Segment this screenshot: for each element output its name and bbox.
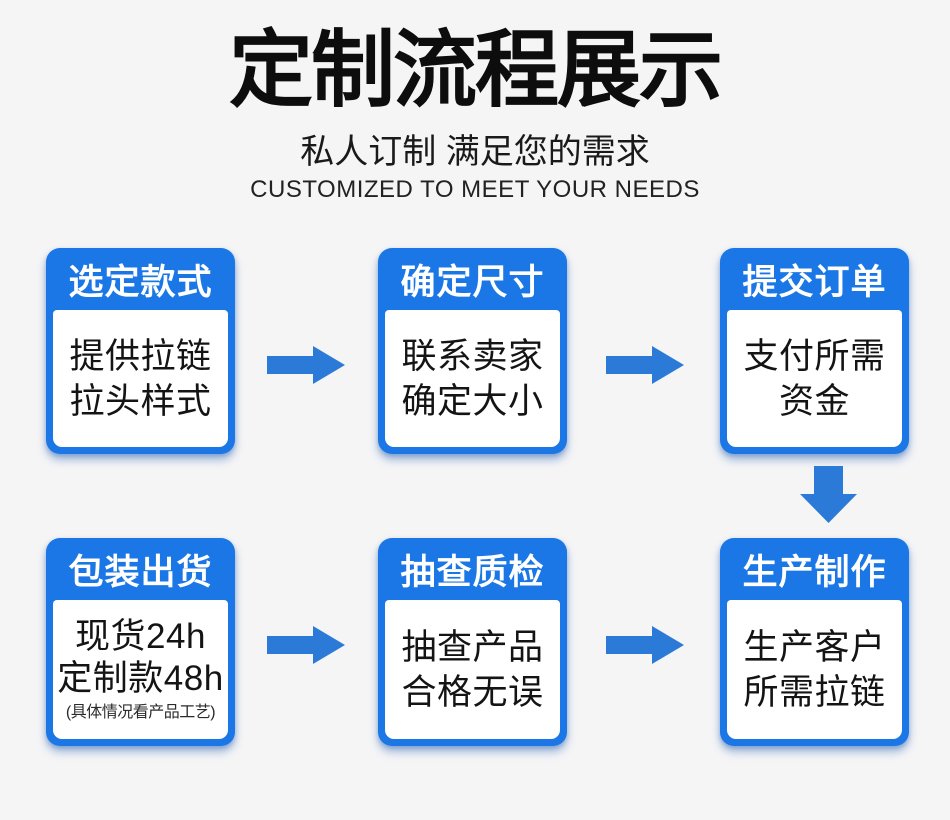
step-card-line: 拉头样式 bbox=[69, 381, 212, 421]
step-card-title: 包装出货 bbox=[68, 552, 213, 592]
step-card-body: 现货24h 定制款48h (具体情况看产品工艺) bbox=[53, 600, 228, 739]
step-card-body: 提供拉链 拉头样式 bbox=[53, 310, 228, 447]
step-card-line: 生产客户 bbox=[743, 627, 886, 667]
step-card-body: 抽查产品 合格无误 bbox=[385, 600, 560, 739]
page-title: 定制流程展示 bbox=[228, 23, 723, 117]
step-card-confirm-size: 确定尺寸 联系卖家 确定大小 bbox=[378, 248, 567, 454]
step-card-pack-ship: 包装出货 现货24h 定制款48h (具体情况看产品工艺) bbox=[46, 538, 235, 746]
step-card-line: 抽查产品 bbox=[401, 627, 544, 667]
step-card-select-style: 选定款式 提供拉链 拉头样式 bbox=[46, 248, 235, 454]
step-card-body: 联系卖家 确定大小 bbox=[385, 310, 560, 447]
step-card-line: 合格无误 bbox=[401, 672, 544, 712]
right-arrow-icon bbox=[267, 346, 345, 384]
down-arrow-icon bbox=[800, 466, 857, 523]
step-card-title: 选定款式 bbox=[68, 262, 213, 302]
step-card-title: 抽查质检 bbox=[400, 552, 545, 592]
step-card-title: 确定尺寸 bbox=[400, 262, 545, 302]
right-arrow-icon bbox=[267, 626, 345, 664]
step-card-line: 提供拉链 bbox=[69, 336, 212, 376]
step-card-line: 现货24h bbox=[75, 616, 206, 656]
step-card-body: 生产客户 所需拉链 bbox=[727, 600, 902, 739]
step-card-title: 生产制作 bbox=[742, 552, 887, 592]
step-card-title: 提交订单 bbox=[742, 262, 887, 302]
step-card-line: 资金 bbox=[778, 381, 850, 421]
hero-header: 定制流程展示 私人订制 满足您的需求 CUSTOMIZED TO MEET YO… bbox=[0, 0, 950, 203]
step-card-line: 支付所需 bbox=[743, 336, 886, 376]
step-card-note: (具体情况看产品工艺) bbox=[65, 703, 216, 721]
step-card-line: 确定大小 bbox=[401, 381, 544, 421]
right-arrow-icon bbox=[606, 346, 684, 384]
step-card-production: 生产制作 生产客户 所需拉链 bbox=[720, 538, 909, 746]
page-subtitle-english: CUSTOMIZED TO MEET YOUR NEEDS bbox=[250, 176, 700, 203]
step-card-quality-check: 抽查质检 抽查产品 合格无误 bbox=[378, 538, 567, 746]
step-card-line: 所需拉链 bbox=[743, 672, 886, 712]
step-card-line: 联系卖家 bbox=[401, 336, 544, 376]
step-card-line: 定制款48h bbox=[57, 658, 224, 698]
step-card-body: 支付所需 资金 bbox=[727, 310, 902, 447]
right-arrow-icon bbox=[606, 626, 684, 664]
page-subtitle: 私人订制 满足您的需求 bbox=[300, 133, 650, 171]
step-card-submit-order: 提交订单 支付所需 资金 bbox=[720, 248, 909, 454]
